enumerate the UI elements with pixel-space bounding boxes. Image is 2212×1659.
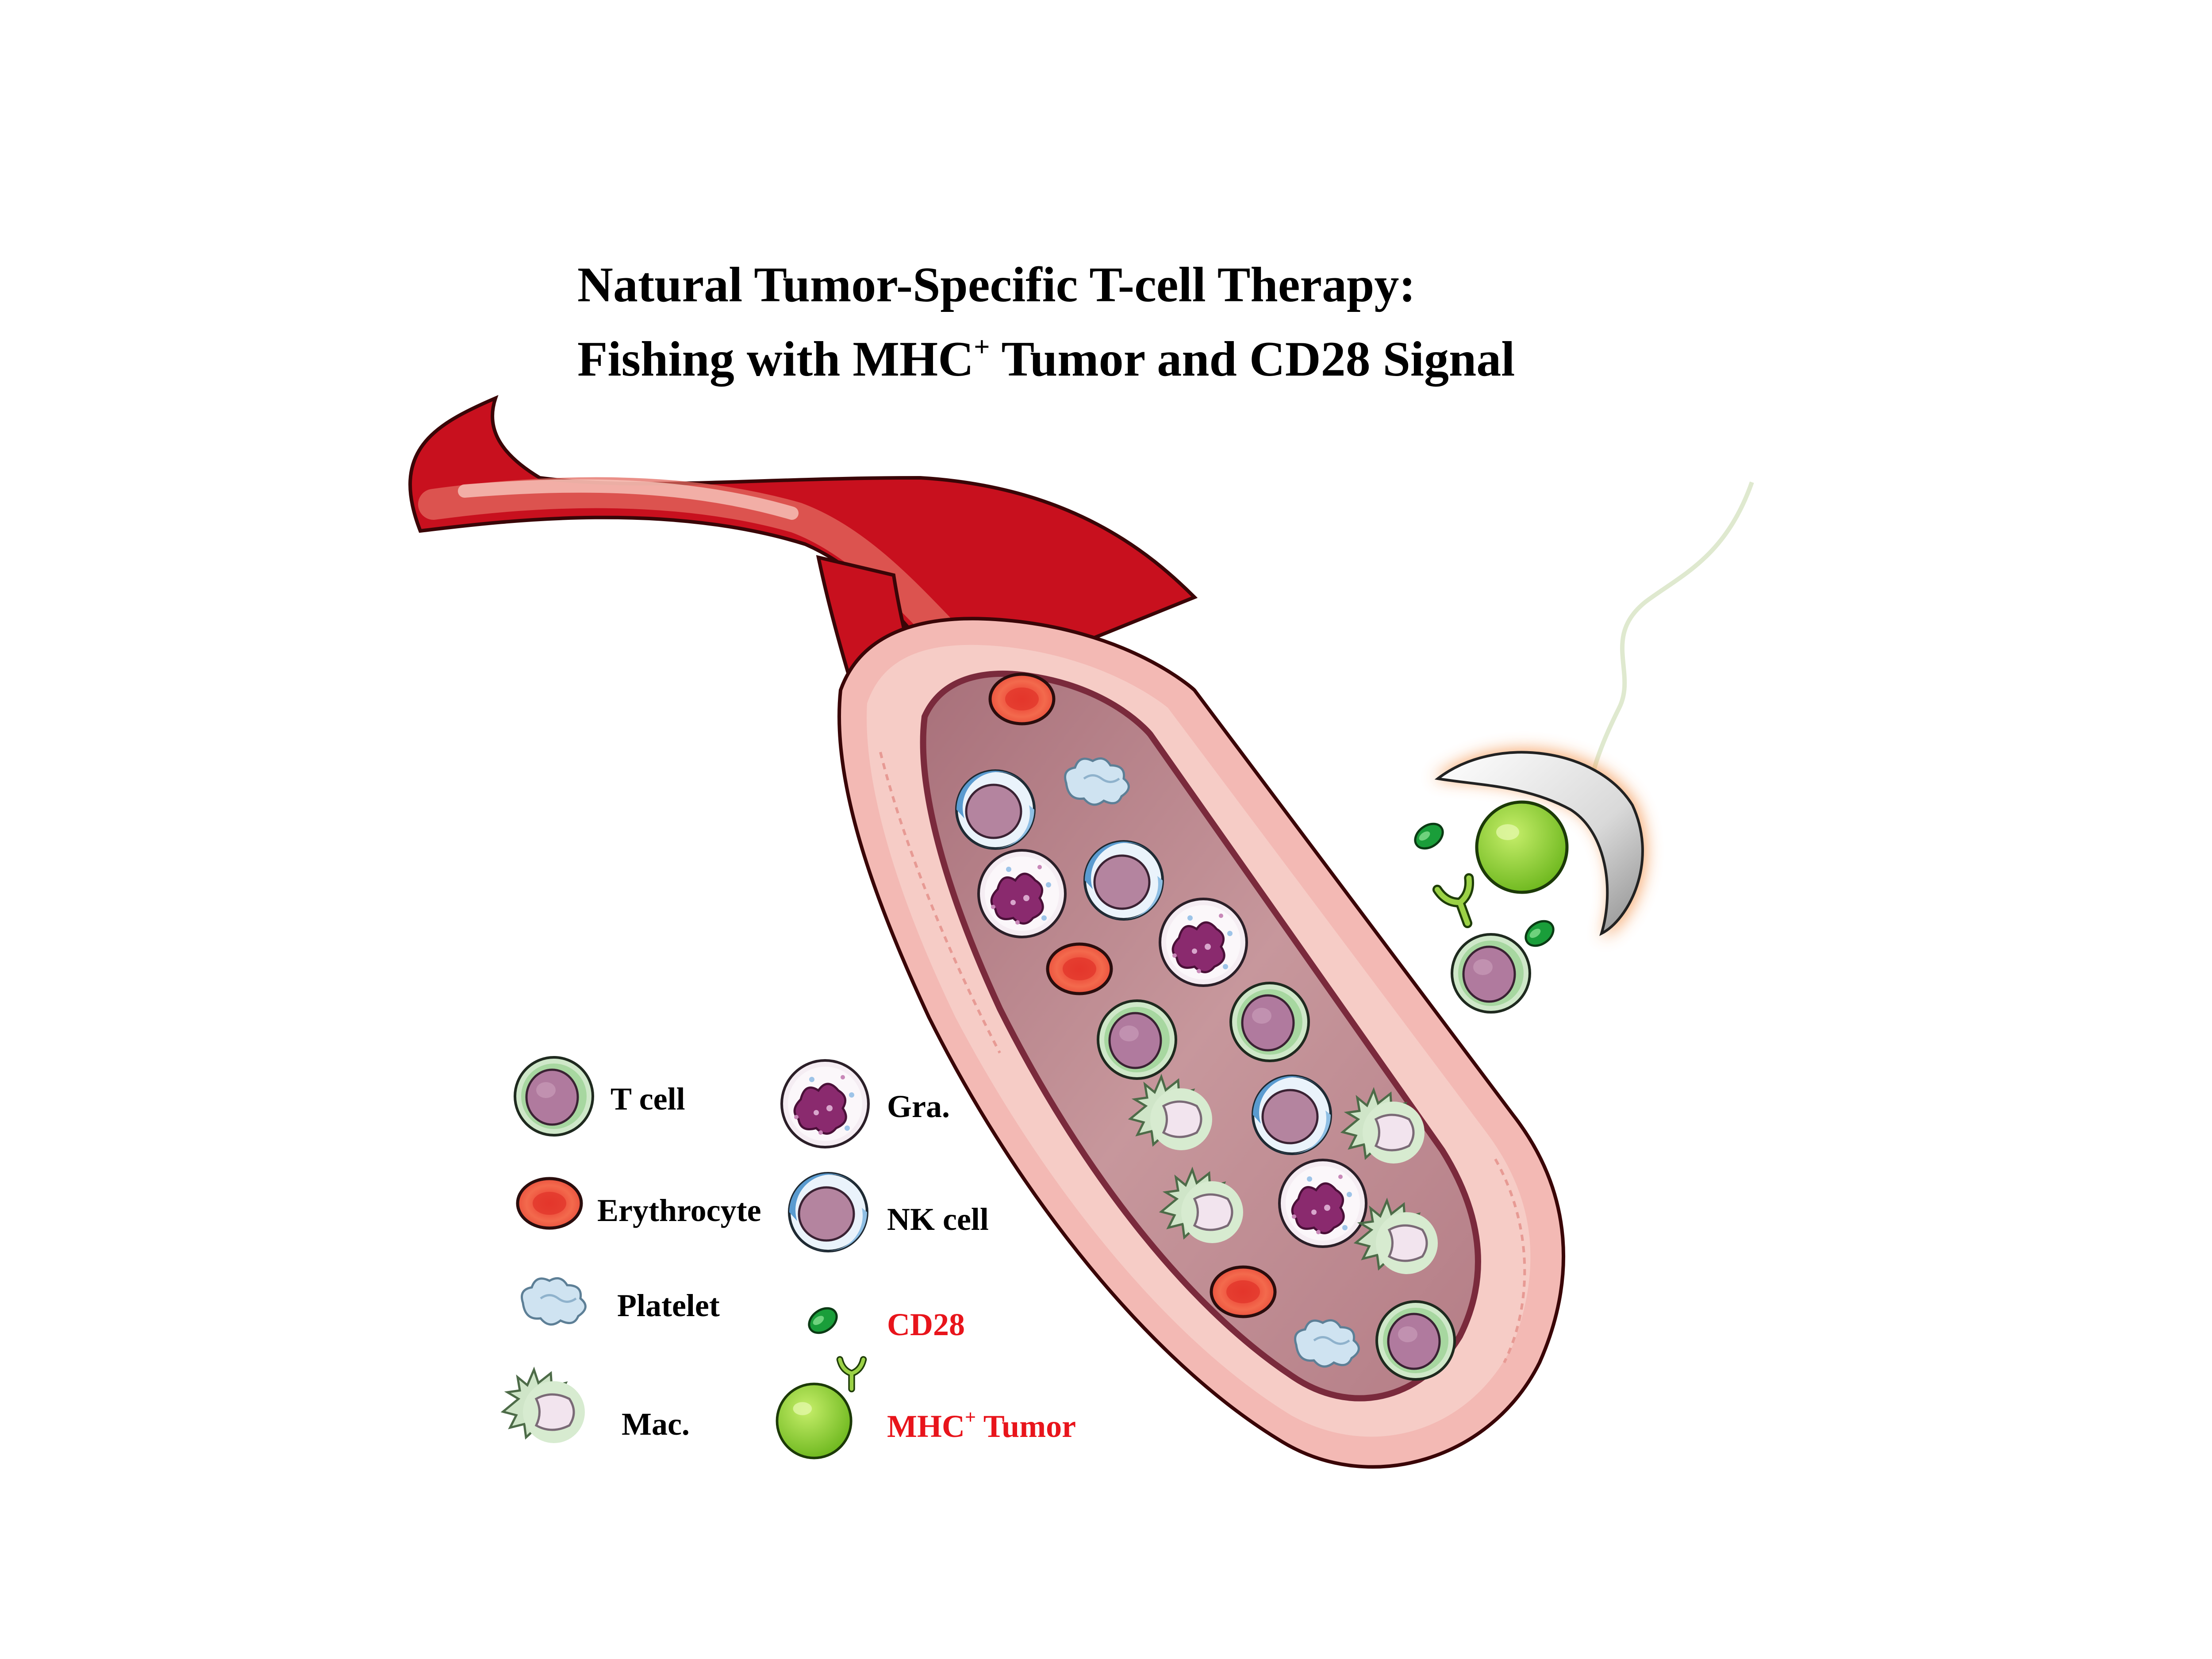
legend-label-mhc-tumor: MHC+ Tumor <box>887 1408 1076 1444</box>
nk-cell <box>1253 1076 1331 1154</box>
legend-mhc-suffix: Tumor <box>976 1409 1076 1444</box>
legend-label-granulocyte: Gra. <box>887 1089 950 1124</box>
granulocyte-cell <box>1279 1160 1366 1247</box>
legend-mhc-sup: + <box>964 1406 976 1428</box>
fishing-hook-icon <box>1434 751 1644 936</box>
legend-cd28-icon <box>804 1303 841 1338</box>
legend-t-cell-icon <box>515 1057 593 1135</box>
legend-label-platelet: Platelet <box>617 1288 720 1323</box>
legend-granulocyte-icon <box>782 1060 868 1147</box>
title-line-2-suffix: Tumor and CD28 Signal <box>990 332 1515 387</box>
legend-nk-cell-icon <box>789 1173 867 1251</box>
legend-label-nk-cell: NK cell <box>887 1202 989 1237</box>
cd28-molecule <box>1410 819 1447 853</box>
legend-macrophage-icon <box>503 1370 585 1443</box>
page-title: Natural Tumor-Specific T-cell Therapy: F… <box>577 248 1905 396</box>
granulocyte-cell <box>979 850 1065 937</box>
erythrocyte-cell <box>990 674 1054 724</box>
legend-tumor-icon <box>777 1384 851 1458</box>
legend-platelet-icon <box>522 1278 586 1325</box>
legend <box>503 1057 868 1458</box>
legend-mhc-icon <box>840 1359 863 1389</box>
legend-label-cd28: CD28 <box>887 1307 965 1342</box>
fishing-line <box>1590 481 1754 779</box>
legend-mhc-prefix: MHC <box>887 1409 965 1444</box>
mhc-tumor-bait <box>1477 802 1567 892</box>
t-cell <box>1231 983 1309 1061</box>
t-cell <box>1377 1302 1455 1379</box>
nk-cell <box>1085 841 1163 919</box>
legend-label-macrophage: Mac. <box>622 1406 690 1442</box>
erythrocyte-cell <box>1048 944 1111 994</box>
cd28-molecule <box>1521 916 1558 951</box>
mhc-receptor-icon <box>1437 878 1483 929</box>
legend-label-erythrocyte: Erythrocyte <box>597 1193 761 1228</box>
legend-label-t-cell: T cell <box>611 1081 685 1117</box>
fishing-hook-group <box>1410 481 1754 1012</box>
t-cell <box>1098 1001 1176 1079</box>
caught-t-cell <box>1452 934 1530 1012</box>
granulocyte-cell <box>1160 899 1247 986</box>
title-line-2-prefix: Fishing with MHC <box>577 332 974 387</box>
erythrocyte-cell <box>1211 1267 1275 1317</box>
nk-cell <box>956 771 1034 849</box>
title-line-2: Fishing with MHC+ Tumor and CD28 Signal <box>577 322 1905 396</box>
title-line-2-sup: + <box>974 331 990 362</box>
legend-erythrocyte-icon <box>518 1179 581 1228</box>
title-line-1: Natural Tumor-Specific T-cell Therapy: <box>577 257 1416 312</box>
